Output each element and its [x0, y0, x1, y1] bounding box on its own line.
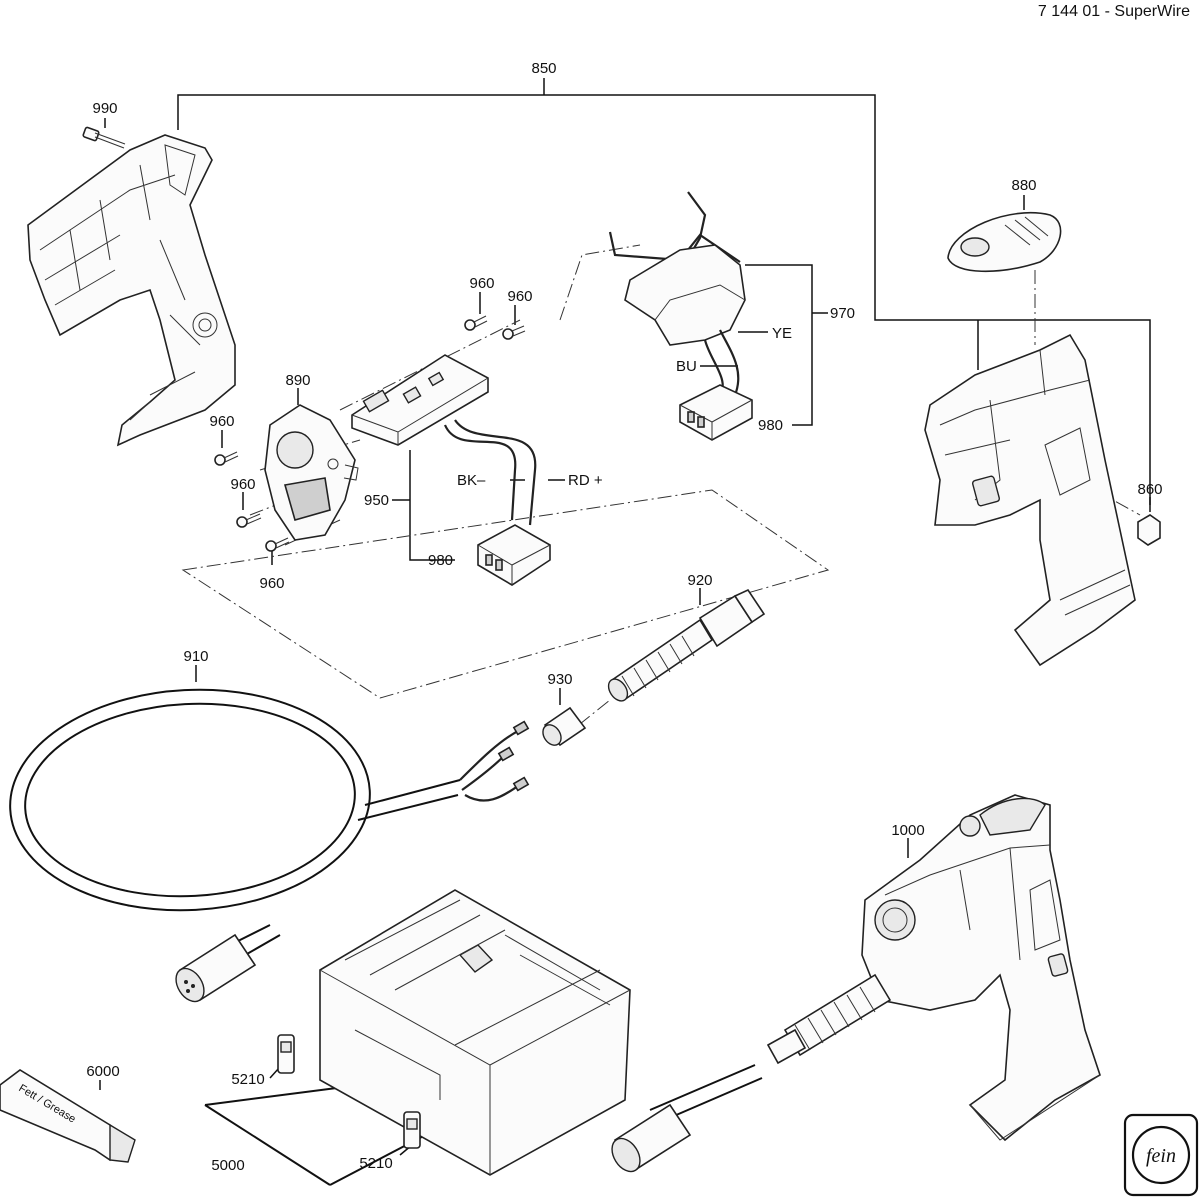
- label-1000: 1000: [891, 822, 924, 839]
- strain-relief-920: [607, 588, 766, 702]
- label-960-d: 960: [230, 476, 255, 493]
- label-920: 920: [687, 572, 712, 589]
- label-950: 950: [364, 492, 389, 509]
- screw-960-left-1: [214, 451, 239, 466]
- label-960-e: 960: [259, 575, 284, 592]
- screw-960-left-3: [265, 537, 290, 552]
- label-850: 850: [531, 60, 556, 77]
- label-960-a: 960: [469, 275, 494, 292]
- label-5210-a: 5210: [231, 1071, 264, 1088]
- switch-assembly-970: [608, 191, 753, 441]
- fein-logo: fein: [1123, 1113, 1199, 1197]
- label-6000: 6000: [86, 1063, 119, 1080]
- label-bu: BU: [676, 358, 697, 375]
- part-labels: 850 990 880 960 960 970 YE BU 890 980 96…: [86, 60, 1162, 1174]
- label-960-b: 960: [507, 288, 532, 305]
- label-5210-b: 5210: [359, 1155, 392, 1172]
- label-rd: RD +: [568, 472, 603, 489]
- cable-coil-910: [9, 688, 530, 1003]
- cover-plate-890: [264, 404, 359, 541]
- screw-960-left-2: [236, 513, 262, 528]
- leader-lines: [99, 78, 1151, 1186]
- label-990: 990: [92, 100, 117, 117]
- screw-990: [82, 126, 126, 149]
- complete-tool-1000: [611, 794, 1101, 1173]
- label-880: 880: [1011, 177, 1036, 194]
- label-980-b: 980: [428, 552, 453, 569]
- electronics-board-950: [351, 354, 537, 526]
- carry-case-5000: [319, 889, 631, 1176]
- label-ye: YE: [772, 325, 792, 342]
- label-980-a: 980: [758, 417, 783, 434]
- screw-960-top-1: [464, 315, 488, 331]
- label-5000: 5000: [211, 1157, 244, 1174]
- label-970: 970: [830, 305, 855, 322]
- logo-text: fein: [1146, 1145, 1176, 1167]
- label-bk: BK–: [457, 472, 486, 489]
- label-910: 910: [183, 648, 208, 665]
- housing-half-left: [27, 134, 236, 447]
- label-930: 930: [547, 671, 572, 688]
- sleeve-930: [542, 706, 587, 747]
- housing-half-right: [924, 333, 1136, 667]
- label-960-c: 960: [209, 413, 234, 430]
- grease-tube-6000: Fett / Grease: [0, 1069, 136, 1163]
- latch-5210-upper: [277, 1034, 295, 1074]
- drawing-title: 7 144 01 - SuperWire: [1038, 3, 1190, 20]
- connector-980-lower: [477, 524, 551, 586]
- switch-cap-880: [947, 211, 1062, 273]
- screw-960-top-2: [502, 325, 526, 340]
- label-860: 860: [1137, 481, 1162, 498]
- clip-860: [1137, 514, 1161, 546]
- label-890: 890: [285, 372, 310, 389]
- latch-5210-lower: [403, 1111, 421, 1149]
